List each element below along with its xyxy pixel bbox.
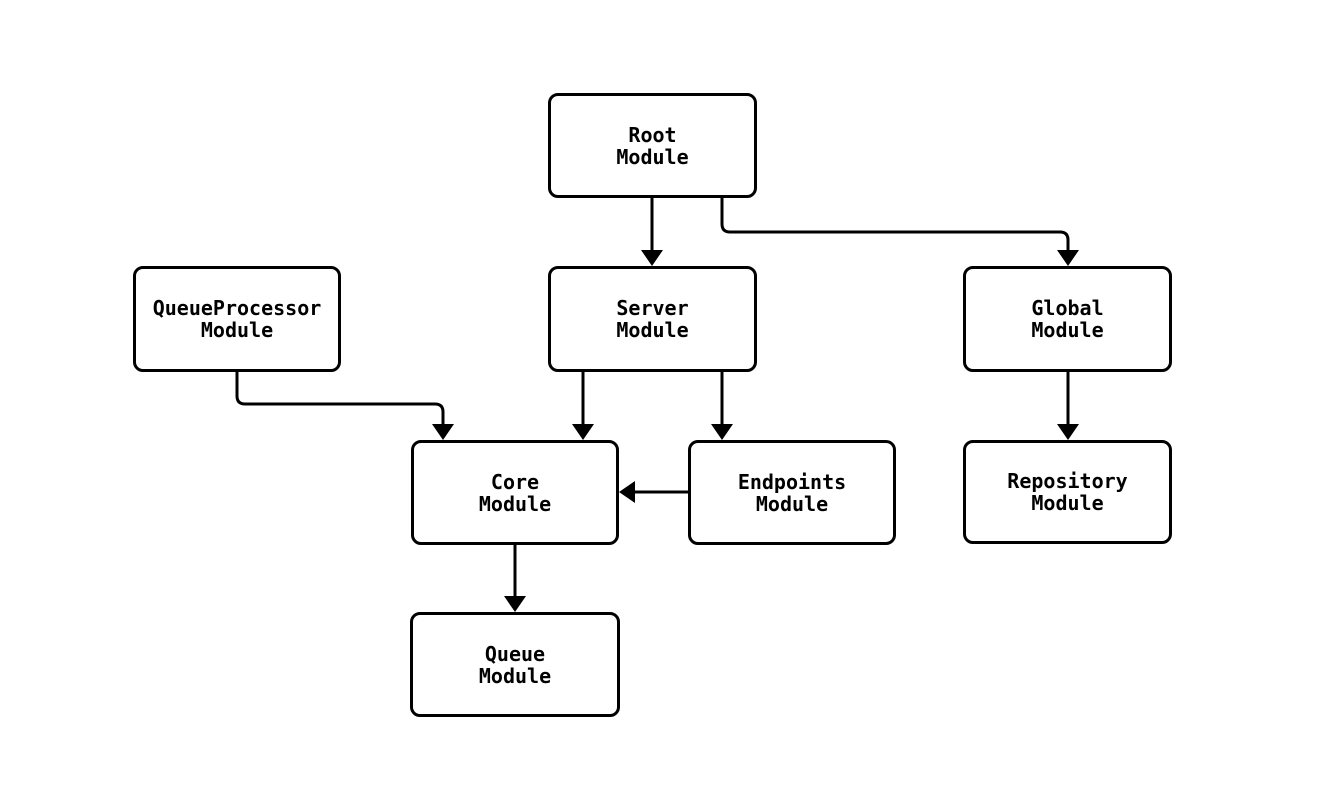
- edge-server-module-to-endpoints-module-arrowhead: [711, 424, 733, 440]
- edge-server-module-to-core-module-arrowhead: [572, 424, 594, 440]
- edge-global-module-to-repository-module-arrowhead: [1057, 424, 1079, 440]
- edge-queueprocessor-module-to-core-module: [235, 372, 445, 426]
- node-root-module-label: Root Module: [616, 122, 689, 169]
- node-global-module-label: Global Module: [1031, 296, 1104, 342]
- node-core-module-label: Core Module: [478, 469, 552, 516]
- edge-root-module-to-server-module-arrowhead: [641, 250, 663, 266]
- node-server-module: Server Module: [548, 266, 757, 372]
- node-queueprocessor-module: QueueProcessor Module: [133, 266, 341, 372]
- node-server-module-label: Server Module: [616, 296, 689, 342]
- node-queueprocessor-module-label: QueueProcessor Module: [152, 296, 322, 342]
- node-endpoints-module: Endpoints Module: [688, 440, 896, 545]
- node-core-module: Core Module: [411, 440, 619, 545]
- node-endpoints-module-label: Endpoints Module: [737, 469, 847, 516]
- node-queue-module-label: Queue Module: [478, 641, 552, 688]
- node-repository-module: Repository Module: [963, 440, 1172, 544]
- edge-core-module-to-queue-module-arrowhead: [504, 596, 526, 612]
- node-queue-module: Queue Module: [410, 612, 620, 717]
- node-repository-module-label: Repository Module: [1007, 469, 1128, 515]
- edge-root-module-to-global-module-arrowhead: [1057, 250, 1079, 266]
- edge-root-module-to-global-module: [720, 198, 1070, 252]
- edge-queueprocessor-module-to-core-module-arrowhead: [432, 424, 454, 440]
- edge-endpoints-module-to-core-module-arrowhead: [619, 481, 635, 503]
- node-root-module: Root Module: [548, 93, 757, 198]
- node-global-module: Global Module: [963, 266, 1172, 372]
